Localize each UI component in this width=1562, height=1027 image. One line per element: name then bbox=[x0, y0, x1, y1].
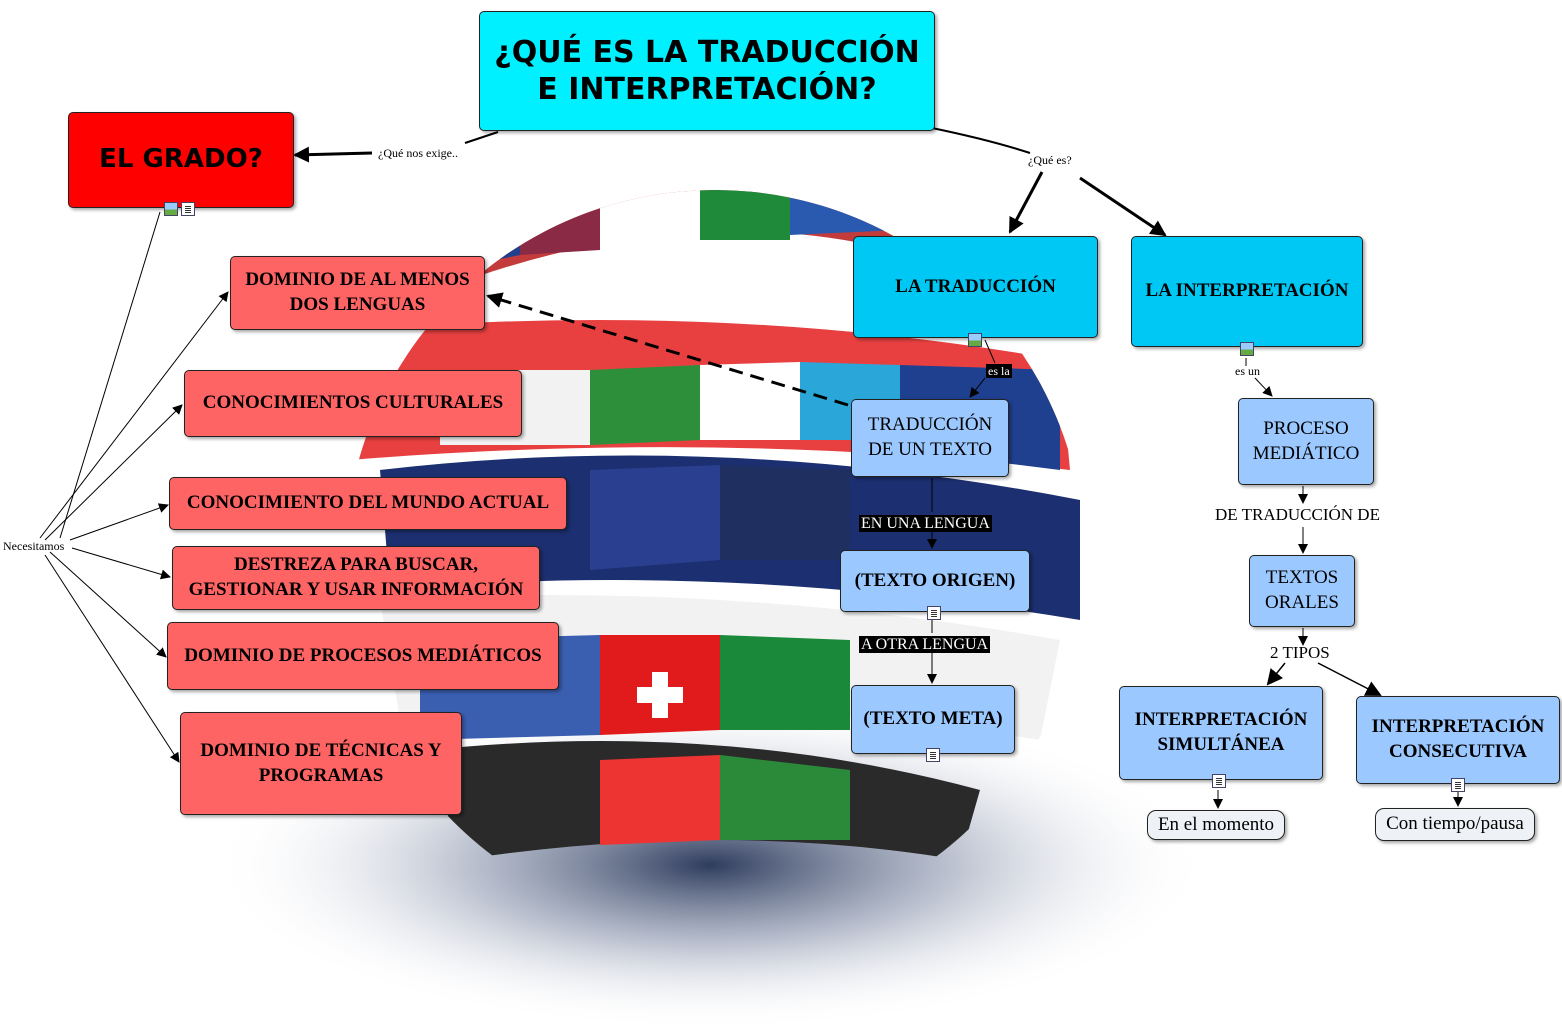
document-attachment-icon[interactable] bbox=[926, 748, 940, 762]
link-es-un: es un bbox=[1235, 364, 1260, 379]
consecutiva-line1: INTERPRETACIÓN bbox=[1372, 715, 1545, 740]
link-en-una-lengua: EN UNA LENGUA bbox=[859, 515, 992, 532]
proceso-mediatico-node[interactable]: PROCESO MEDIÁTICO bbox=[1238, 398, 1374, 485]
textos-line2: ORALES bbox=[1265, 591, 1339, 616]
requisito-line: PROGRAMAS bbox=[259, 764, 384, 789]
requisito-tecnicas-programas[interactable]: DOMINIO DE TÉCNICAS Y PROGRAMAS bbox=[180, 712, 462, 815]
proceso-line2: MEDIÁTICO bbox=[1253, 442, 1360, 467]
grado-label: EL GRADO? bbox=[99, 143, 263, 177]
simultanea-line1: INTERPRETACIÓN bbox=[1135, 708, 1308, 733]
textos-orales-node[interactable]: TEXTOS ORALES bbox=[1249, 555, 1355, 627]
document-attachment-icon[interactable] bbox=[1451, 778, 1465, 792]
grado-node[interactable]: EL GRADO? bbox=[68, 112, 294, 208]
link-de-traduccion-de: DE TRADUCCIÓN DE bbox=[1215, 505, 1380, 525]
requisito-line: DOMINIO DE TÉCNICAS Y bbox=[200, 739, 441, 764]
la-traduccion-node[interactable]: LA TRADUCCIÓN bbox=[853, 236, 1098, 338]
simultanea-line2: SIMULTÁNEA bbox=[1157, 733, 1284, 758]
requisito-line: CONOCIMIENTOS CULTURALES bbox=[203, 391, 503, 416]
link-2-tipos: 2 TIPOS bbox=[1270, 643, 1330, 663]
link-necesitamos: Necesitamos bbox=[3, 539, 64, 554]
texto-meta-label: (TEXTO META) bbox=[863, 707, 1002, 732]
requisito-line: GESTIONAR Y USAR INFORMACIÓN bbox=[189, 578, 524, 603]
consecutiva-line2: CONSECUTIVA bbox=[1389, 740, 1527, 765]
momento-label: En el momento bbox=[1158, 813, 1274, 838]
requisito-line: DOMINIO DE AL MENOS bbox=[245, 268, 469, 293]
proceso-line1: PROCESO bbox=[1263, 417, 1349, 442]
traduccion-texto-line2: DE UN TEXTO bbox=[868, 438, 992, 463]
requisito-line: DESTREZA PARA BUSCAR, bbox=[234, 553, 478, 578]
requisito-line: DOS LENGUAS bbox=[290, 293, 426, 318]
requisito-mundo-actual[interactable]: CONOCIMIENTO DEL MUNDO ACTUAL bbox=[169, 477, 567, 530]
link-que-es: ¿Qué es? bbox=[1028, 153, 1072, 168]
requisito-line: DOMINIO DE PROCESOS MEDIÁTICOS bbox=[184, 644, 541, 669]
interpretacion-simultanea-node[interactable]: INTERPRETACIÓN SIMULTÁNEA bbox=[1119, 686, 1323, 780]
document-attachment-icon[interactable] bbox=[181, 202, 195, 216]
la-interpretacion-node[interactable]: LA INTERPRETACIÓN bbox=[1131, 236, 1363, 347]
la-traduccion-label: LA TRADUCCIÓN bbox=[895, 275, 1056, 300]
en-el-momento-node[interactable]: En el momento bbox=[1147, 810, 1285, 840]
image-attachment-icon[interactable] bbox=[968, 333, 982, 347]
image-attachment-icon[interactable] bbox=[164, 202, 178, 216]
requisito-destreza-informacion[interactable]: DESTREZA PARA BUSCAR, GESTIONAR Y USAR I… bbox=[172, 546, 540, 610]
title-line2: E INTERPRETACIÓN? bbox=[537, 71, 876, 109]
traduccion-texto-line1: TRADUCCIÓN bbox=[868, 413, 993, 438]
texto-origen-node[interactable]: (TEXTO ORIGEN) bbox=[840, 550, 1030, 612]
pausa-label: Con tiempo/pausa bbox=[1386, 812, 1524, 837]
link-es-la: es la bbox=[986, 364, 1012, 378]
link-a-otra-lengua: A OTRA LENGUA bbox=[859, 636, 990, 653]
traduccion-texto-node[interactable]: TRADUCCIÓN DE UN TEXTO bbox=[851, 399, 1009, 477]
title-line1: ¿QUÉ ES LA TRADUCCIÓN bbox=[494, 34, 919, 72]
requisito-procesos-mediaticos[interactable]: DOMINIO DE PROCESOS MEDIÁTICOS bbox=[167, 622, 559, 690]
title-node[interactable]: ¿QUÉ ES LA TRADUCCIÓN E INTERPRETACIÓN? bbox=[479, 11, 935, 131]
con-tiempo-pausa-node[interactable]: Con tiempo/pausa bbox=[1375, 808, 1535, 841]
requisito-conocimientos-culturales[interactable]: CONOCIMIENTOS CULTURALES bbox=[184, 370, 522, 437]
requisito-line: CONOCIMIENTO DEL MUNDO ACTUAL bbox=[187, 491, 549, 516]
link-que-nos-exige: ¿Qué nos exige.. bbox=[378, 146, 458, 161]
texto-meta-node[interactable]: (TEXTO META) bbox=[851, 685, 1015, 754]
document-attachment-icon[interactable] bbox=[1212, 774, 1226, 788]
requisito-dos-lenguas[interactable]: DOMINIO DE AL MENOS DOS LENGUAS bbox=[230, 256, 485, 330]
image-attachment-icon[interactable] bbox=[1240, 342, 1254, 356]
document-attachment-icon[interactable] bbox=[927, 606, 941, 620]
interpretacion-consecutiva-node[interactable]: INTERPRETACIÓN CONSECUTIVA bbox=[1356, 696, 1560, 784]
la-interpretacion-label: LA INTERPRETACIÓN bbox=[1146, 279, 1349, 304]
texto-origen-label: (TEXTO ORIGEN) bbox=[855, 569, 1016, 594]
textos-line1: TEXTOS bbox=[1266, 566, 1338, 591]
